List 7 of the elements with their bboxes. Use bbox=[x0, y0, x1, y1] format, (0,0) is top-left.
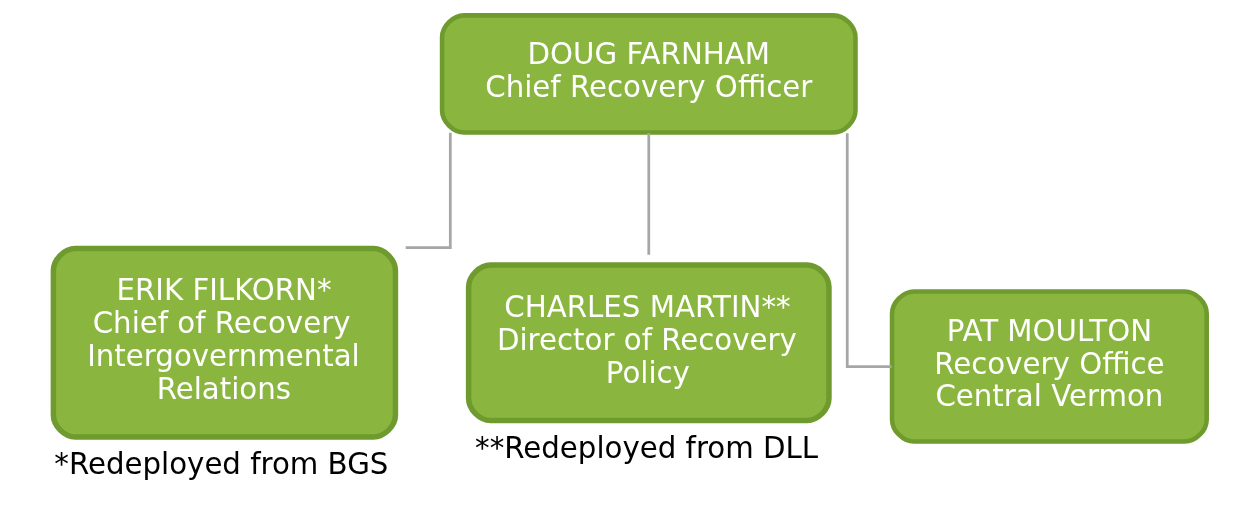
node-box: PAT MOULTON Recovery Office Central Vermon bbox=[889, 289, 1209, 444]
node-box: DOUG FARNHAM Chief Recovery Officer bbox=[439, 13, 858, 135]
connector bbox=[647, 133, 651, 255]
connector bbox=[845, 133, 892, 368]
node-label: **Redeployed from DLL bbox=[475, 430, 819, 465]
node-label: *Redeployed from BGS bbox=[54, 447, 389, 482]
connector bbox=[405, 132, 452, 250]
